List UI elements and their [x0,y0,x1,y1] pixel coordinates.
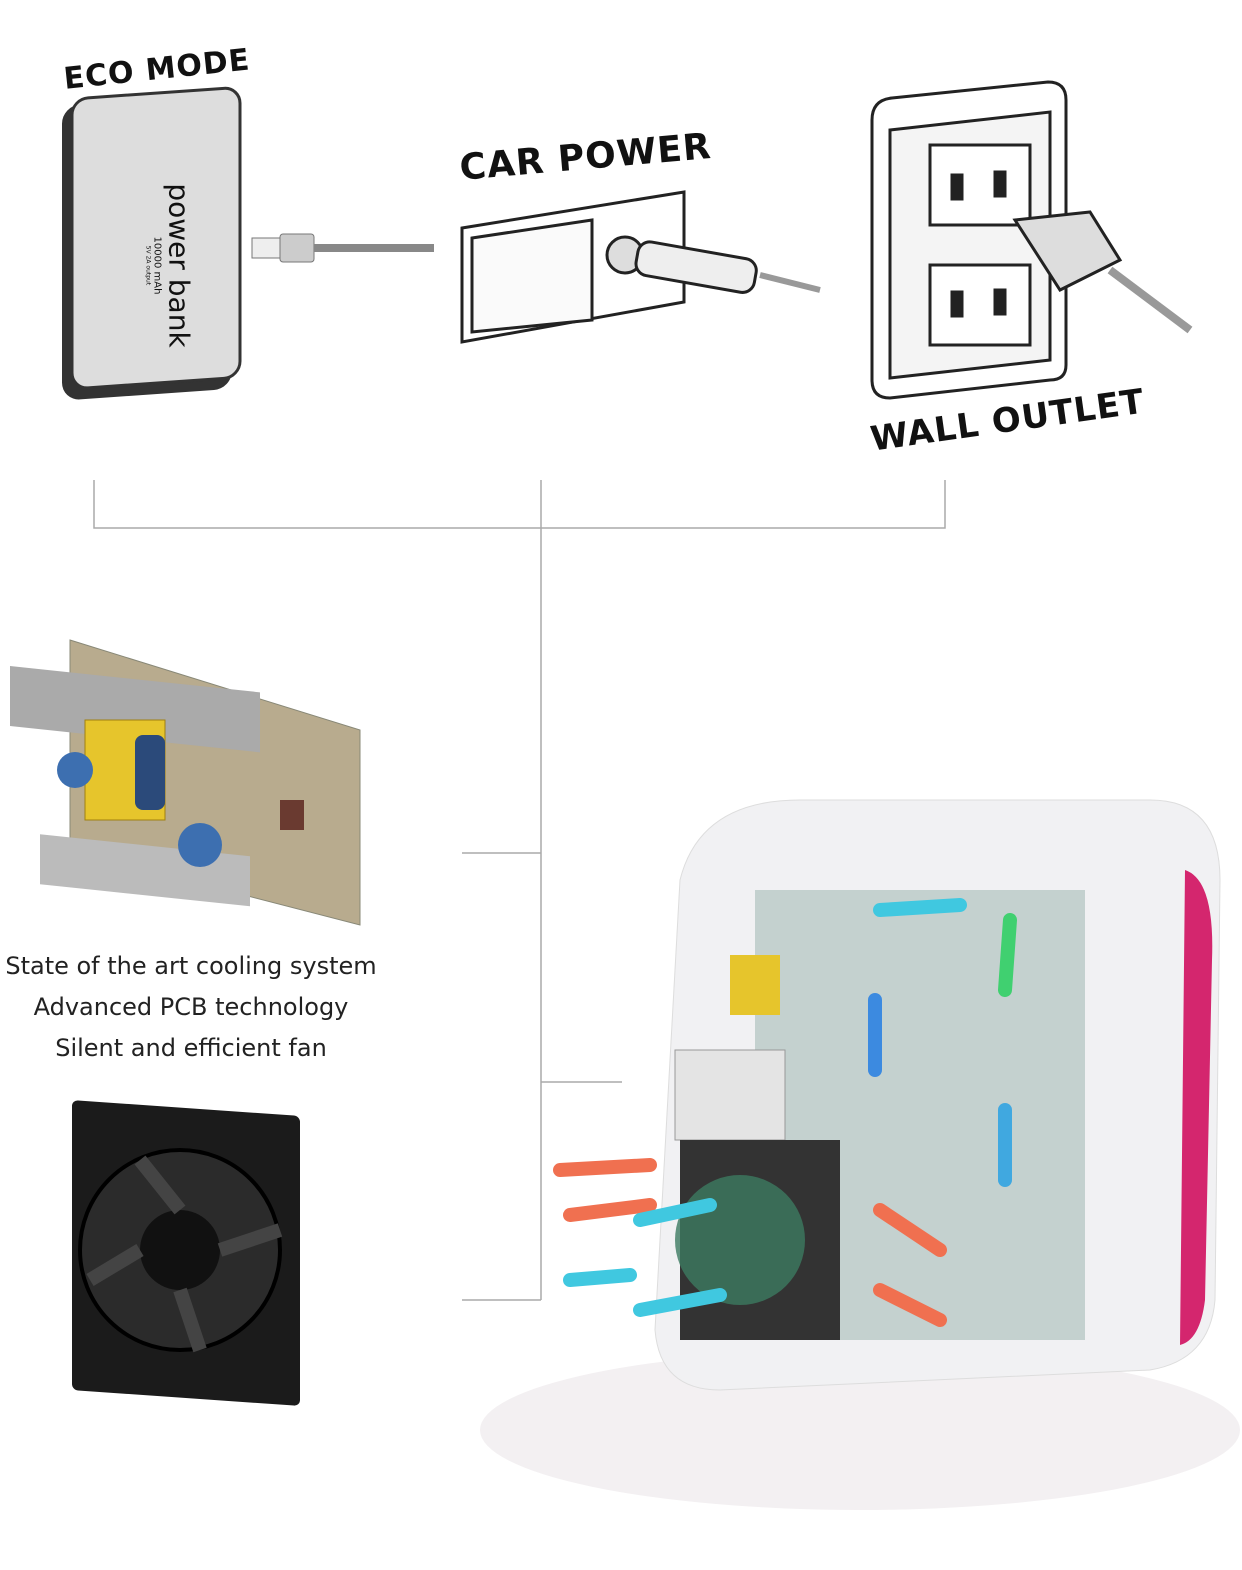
power-bank-brand: power bank [162,183,196,348]
pcb-board-image [10,639,361,926]
power-bank-capacity: 10000 mAh [151,236,163,295]
feature-item: State of the art cooling system [5,952,377,980]
car-socket-icon [460,190,821,344]
mini-fridge-image [480,799,1240,1510]
feature-item: Silent and efficient fan [55,1034,327,1062]
wall-outlet-icon [870,80,1193,400]
power-bank-icon [62,86,434,400]
cooling-fan-image [72,1100,300,1406]
feature-list: State of the art cooling system Advanced… [0,946,382,1069]
power-bank-output: 5V 2A output [144,245,152,286]
feature-item: Advanced PCB technology [33,993,349,1021]
power-bank-text: power bank 10000 mAh 5V 2A output [145,166,196,366]
connector-lines [93,480,946,1301]
